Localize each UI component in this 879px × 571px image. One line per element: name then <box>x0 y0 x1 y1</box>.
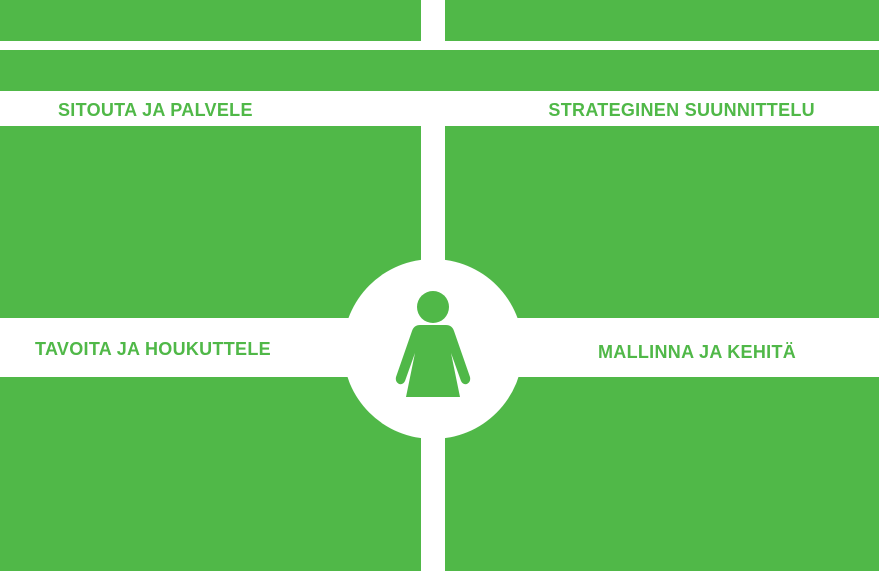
top-right-strip <box>445 0 879 41</box>
quadrant-top-left <box>0 126 421 318</box>
label-top-right: STRATEGINEN SUUNNITTELU <box>548 100 815 120</box>
label-top-left: SITOUTA JA PALVELE <box>58 100 253 120</box>
top-left-strip <box>0 0 421 41</box>
quadrant-bottom-right <box>445 377 879 571</box>
label-bottom-left: TAVOITA JA HOUKUTTELE <box>35 339 271 359</box>
quadrant-bottom-left <box>0 377 421 571</box>
quadrant-top-right <box>445 126 879 318</box>
person-icon <box>395 291 471 397</box>
header-band <box>0 50 879 91</box>
label-bottom-right: MALLINNA JA KEHITÄ <box>598 342 797 362</box>
